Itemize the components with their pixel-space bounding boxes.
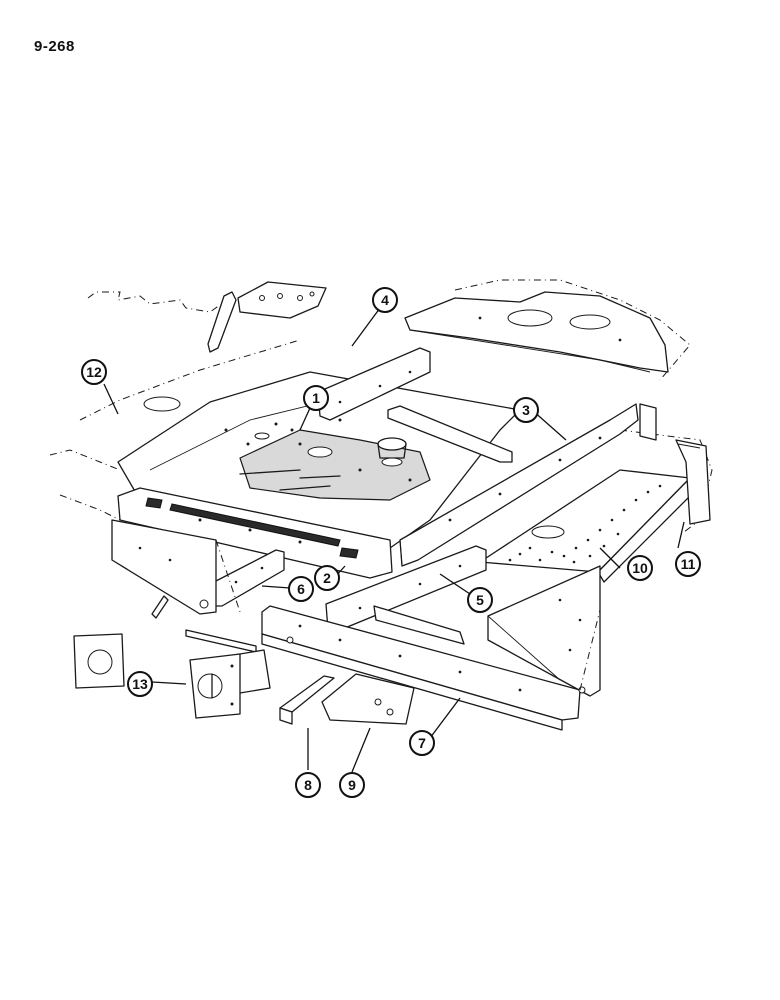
callout-3: 3 xyxy=(513,397,539,423)
callout-13-label: 13 xyxy=(132,676,148,692)
callout-4-label: 4 xyxy=(381,292,389,308)
callout-9-label: 9 xyxy=(348,777,356,793)
callout-3-label: 3 xyxy=(522,402,530,418)
side-member-item-7 xyxy=(261,605,581,731)
upper-mounting-plate xyxy=(207,281,327,353)
rail-item-6 xyxy=(213,549,285,607)
plate-item-9 xyxy=(321,673,415,725)
callout-7: 7 xyxy=(409,730,435,756)
callout-6-label: 6 xyxy=(297,581,305,597)
callout-13: 13 xyxy=(127,671,153,697)
callout-10-label: 10 xyxy=(632,560,648,576)
step-plate-perforations xyxy=(508,484,662,564)
callout-10: 10 xyxy=(627,555,653,581)
rail-item-3 xyxy=(399,403,657,567)
left-long-rail xyxy=(117,487,393,579)
callout-7-label: 7 xyxy=(418,735,426,751)
callout-8: 8 xyxy=(295,772,321,798)
callout-1-label: 1 xyxy=(312,390,320,406)
lower-left-support xyxy=(111,519,217,619)
callout-2-label: 2 xyxy=(323,570,331,586)
rear-floor-plate xyxy=(404,291,669,373)
callout-5: 5 xyxy=(467,587,493,613)
callout-11: 11 xyxy=(675,551,701,577)
callout-6: 6 xyxy=(288,576,314,602)
step-bracket-item-11 xyxy=(675,439,711,525)
callout-12: 12 xyxy=(81,359,107,385)
callout-9: 9 xyxy=(339,772,365,798)
bracket-item-13-ghost xyxy=(73,633,125,689)
rail-item-4 xyxy=(317,347,431,421)
callout-5-label: 5 xyxy=(476,592,484,608)
callout-11-label: 11 xyxy=(681,556,696,572)
callout-4: 4 xyxy=(372,287,398,313)
bracket-item-13 xyxy=(189,653,241,719)
callout-1: 1 xyxy=(303,385,329,411)
right-lower-frame xyxy=(487,565,601,697)
step-plate-item-10 xyxy=(479,469,701,583)
cross-strap xyxy=(387,405,513,463)
callout-8-label: 8 xyxy=(304,777,312,793)
phantom-frame-outline xyxy=(49,279,713,536)
plate-item-8 xyxy=(279,675,335,725)
page-number: 9-268 xyxy=(34,38,75,55)
callout-12-label: 12 xyxy=(86,364,102,380)
callout-2: 2 xyxy=(314,565,340,591)
phantom-lines-lower xyxy=(215,539,601,691)
